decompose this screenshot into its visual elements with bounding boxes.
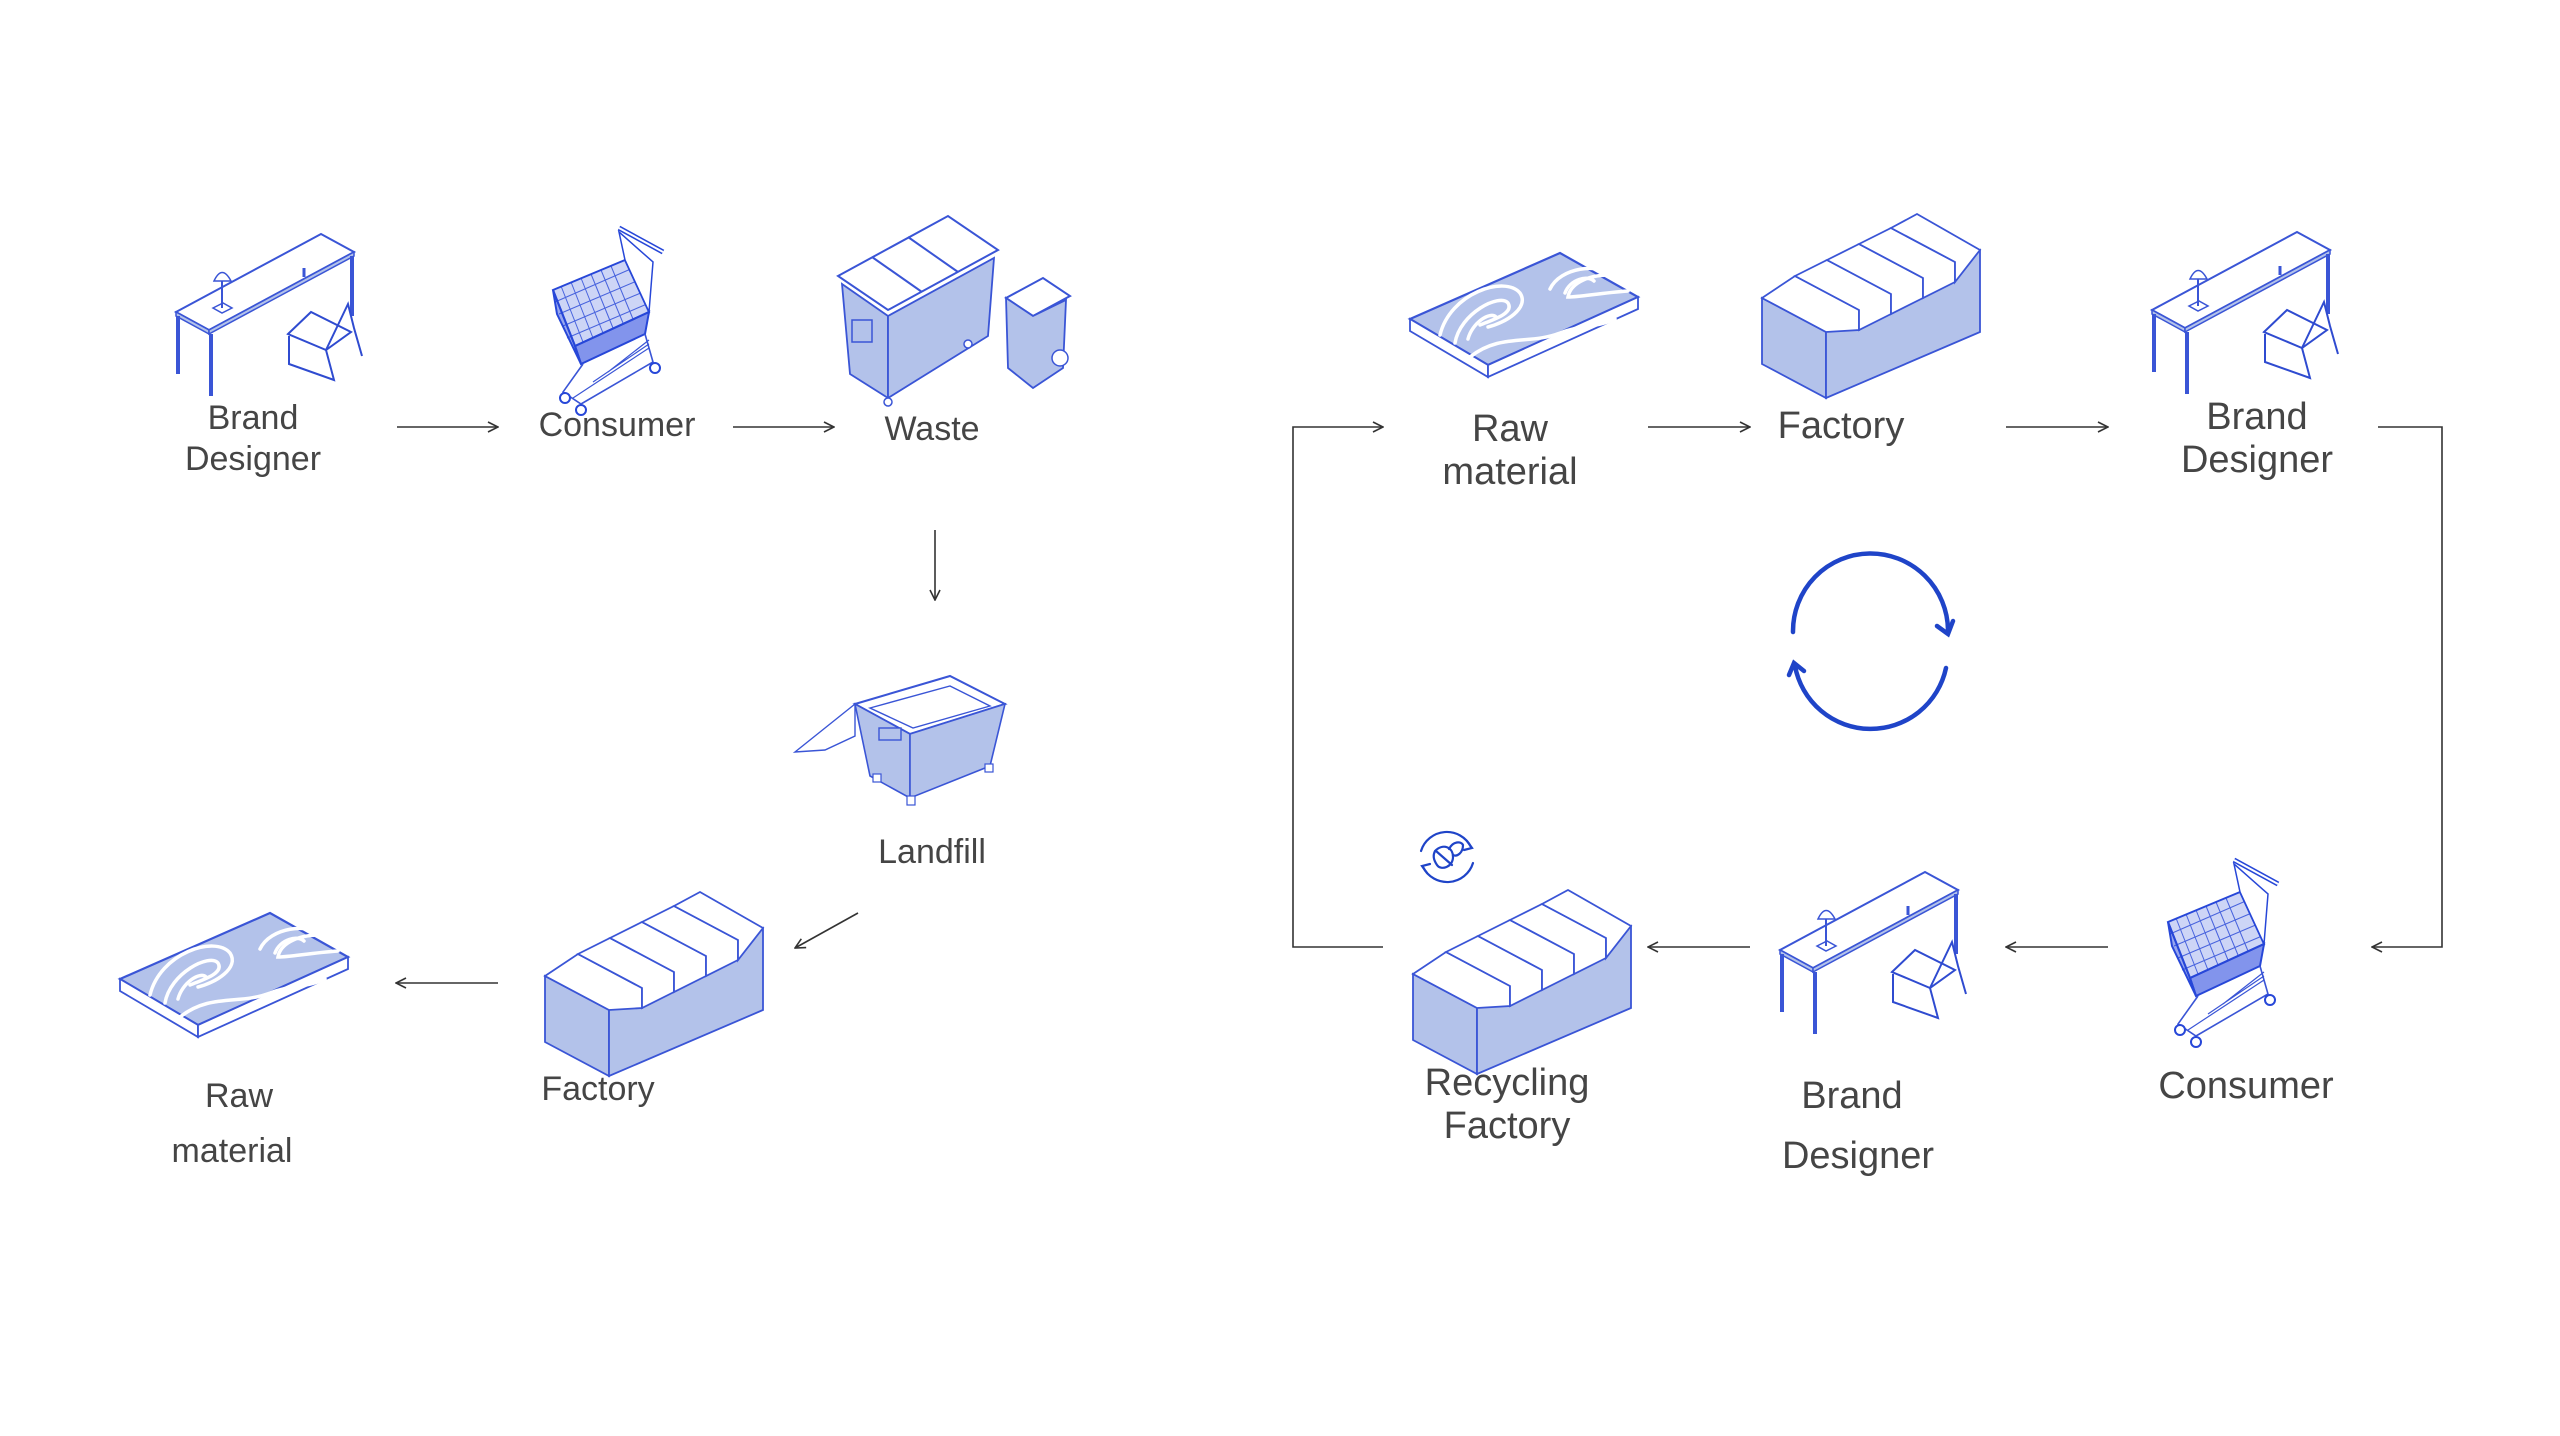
brand-designer-desk-icon (174, 232, 364, 398)
brand-designer-desk-icon (2150, 230, 2340, 396)
brand-designer-desk-icon (1778, 870, 1968, 1036)
waste-dumpster-icon (837, 215, 1071, 407)
label-factory: Factory (1777, 405, 1905, 447)
label-brand-designer: Brand Designer (2180, 396, 2334, 481)
factory-icon (544, 891, 764, 1077)
landfill-skip-icon (794, 675, 1006, 806)
arrow-landfill-to-factory (795, 912, 859, 948)
label-raw-material: Raw material (1442, 408, 1578, 493)
factory-icon (1761, 213, 1981, 399)
consumer-cart-icon (2168, 860, 2278, 1047)
label-landfill: Landfill (878, 833, 986, 871)
label-brand-designer: Brand Designer (184, 399, 322, 478)
raw-material-plank-icon (1408, 251, 1640, 379)
recycle-leaf-icon (1419, 830, 1475, 884)
label-consumer: Consumer (2158, 1065, 2334, 1107)
label-raw-material: Raw material (171, 1077, 293, 1170)
recycling-factory-icon (1412, 889, 1632, 1075)
label-recycling-factory: Recycling Factory (1424, 1062, 1590, 1147)
label-brand-designer: Brand Designer (1781, 1075, 1935, 1177)
consumer-cart-icon (553, 228, 663, 415)
label-waste: Waste (884, 410, 980, 448)
raw-material-plank-icon (118, 911, 350, 1039)
connector-recycling-factory-to-raw-material (1292, 427, 1383, 948)
cycle-arrows-icon (1786, 551, 1956, 732)
label-consumer: Consumer (538, 406, 696, 444)
connector-brand-designer-to-consumer (2372, 426, 2443, 947)
label-factory: Factory (541, 1070, 655, 1108)
